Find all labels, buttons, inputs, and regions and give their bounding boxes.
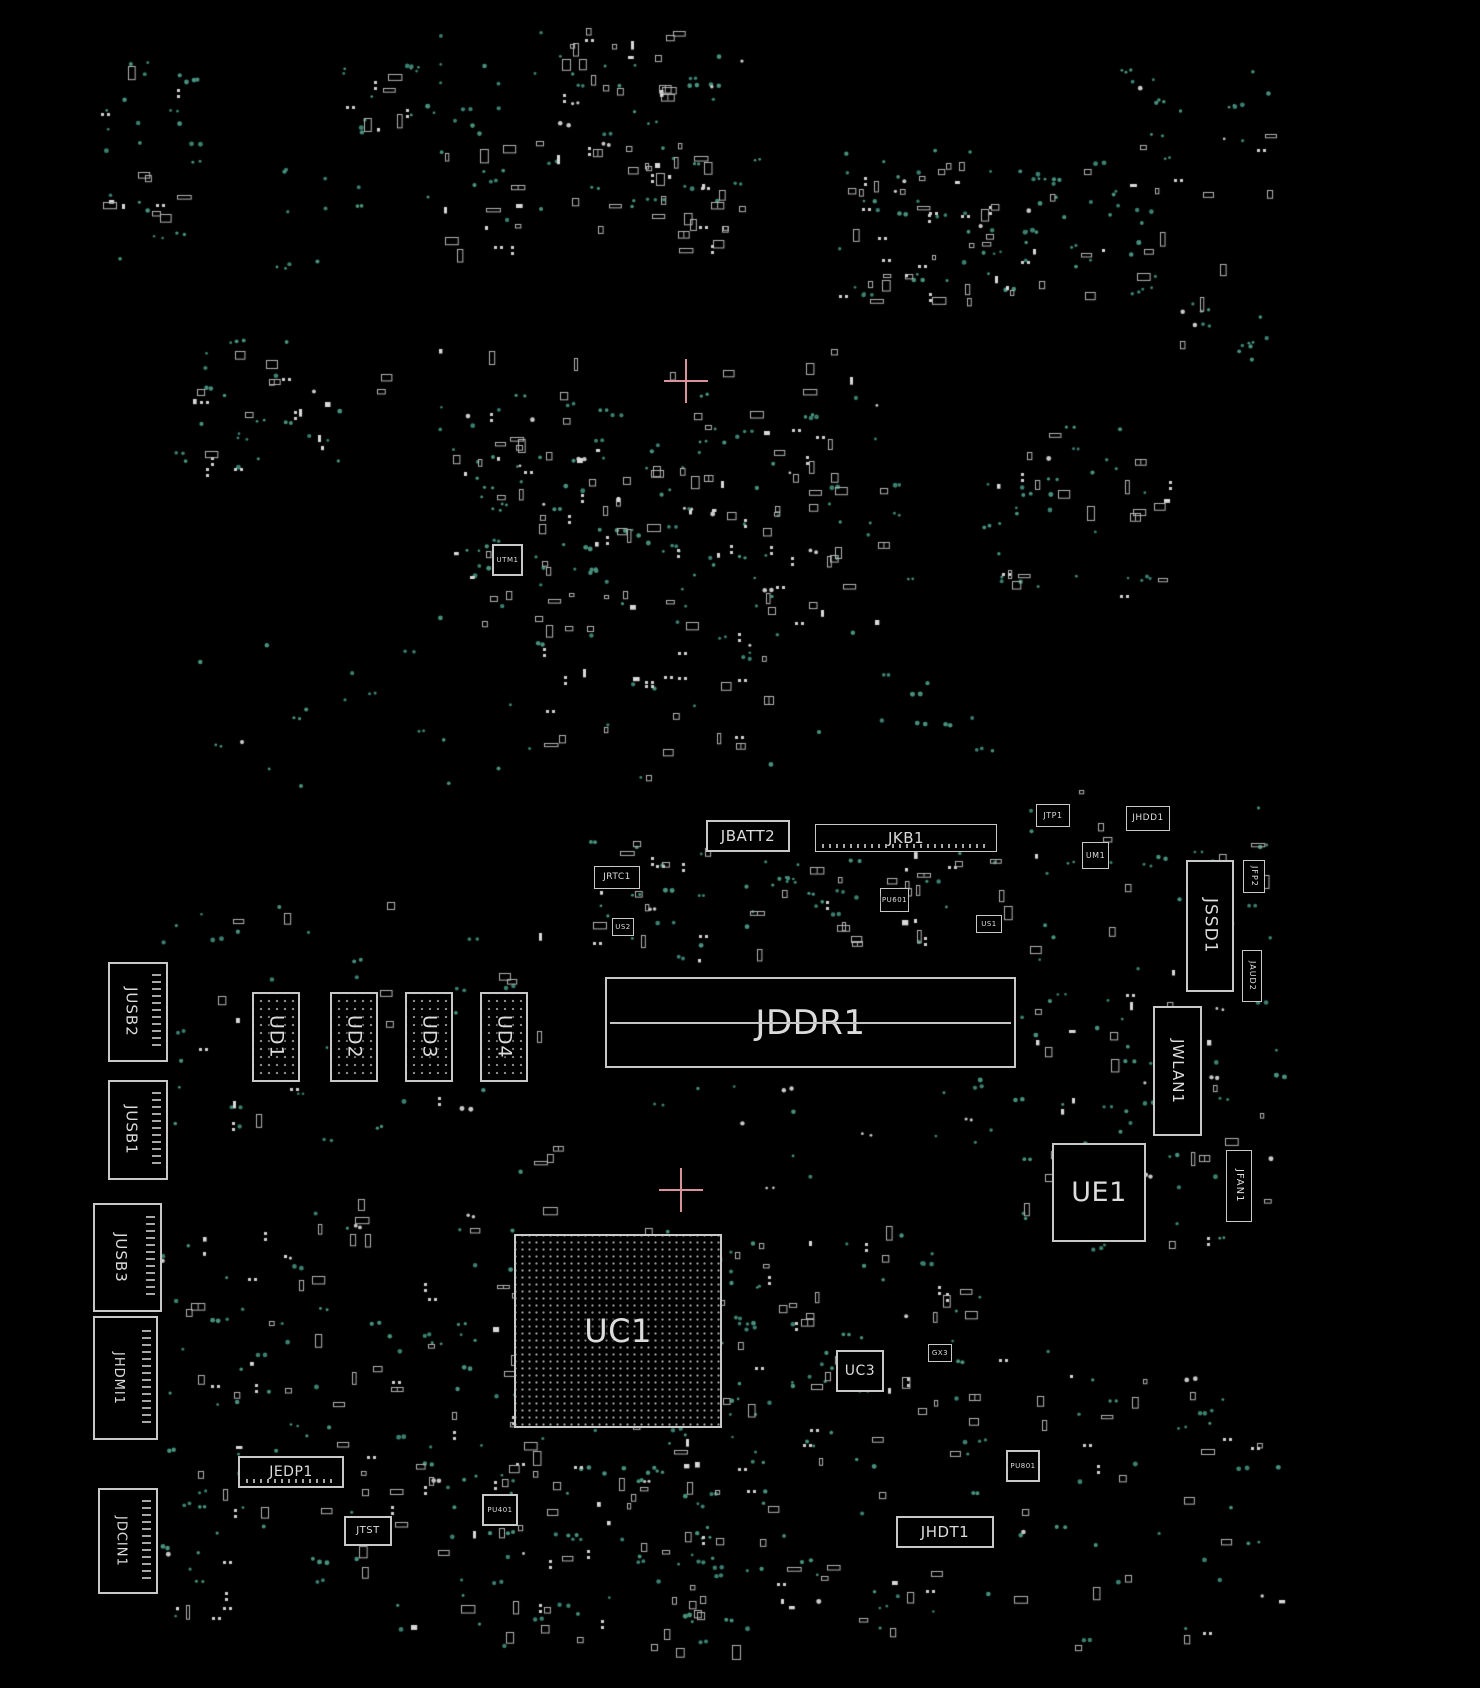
component-label: JRTC1 — [603, 872, 631, 882]
component-label: JHDMI1 — [111, 1351, 126, 1405]
component-jrtc1[interactable]: JRTC1 — [594, 866, 640, 889]
component-pu401[interactable]: PU401 — [482, 1494, 518, 1526]
component-label: JUSB3 — [112, 1232, 130, 1283]
component-pu801[interactable]: PU801 — [1006, 1450, 1040, 1482]
component-pu601[interactable]: PU601 — [880, 888, 909, 912]
component-label: GX3 — [931, 1348, 949, 1357]
component-label: UE1 — [1071, 1177, 1127, 1208]
component-label: PU801 — [1010, 1461, 1036, 1470]
component-jusb3[interactable]: JUSB3 — [93, 1203, 162, 1312]
component-label: JBATT2 — [720, 826, 776, 845]
component-jfan1[interactable]: JFAN1 — [1226, 1150, 1252, 1222]
component-label: JDCIN1 — [113, 1515, 129, 1567]
component-utm1[interactable]: UTM1 — [492, 544, 523, 576]
component-jtp1[interactable]: JTP1 — [1036, 804, 1070, 827]
component-label: JUSB2 — [122, 987, 141, 1037]
component-jusb1[interactable]: JUSB1 — [108, 1080, 168, 1180]
component-label: JEDP1 — [269, 1464, 313, 1480]
component-label: JKB1 — [887, 828, 925, 847]
component-label: UD3 — [418, 1015, 441, 1059]
component-jssd1[interactable]: JSSD1 — [1186, 860, 1234, 992]
component-ud4[interactable]: UD4 — [480, 992, 528, 1082]
component-ud2[interactable]: UD2 — [330, 992, 378, 1082]
component-label: JWLAN1 — [1169, 1038, 1187, 1104]
component-us1[interactable]: US1 — [976, 915, 1002, 933]
component-jtst[interactable]: JTST — [344, 1516, 392, 1546]
component-jdcin1[interactable]: JDCIN1 — [98, 1488, 158, 1594]
component-jhdd1[interactable]: JHDD1 — [1126, 806, 1170, 831]
component-label: JDDR1 — [755, 1002, 866, 1043]
component-jwlan1[interactable]: JWLAN1 — [1153, 1006, 1202, 1136]
component-us2[interactable]: US2 — [612, 918, 634, 936]
component-jbatt2[interactable]: JBATT2 — [706, 820, 790, 852]
component-gx3[interactable]: GX3 — [928, 1344, 952, 1362]
component-ud3[interactable]: UD3 — [405, 992, 453, 1082]
component-label: UC3 — [844, 1363, 876, 1379]
component-label: JFAN1 — [1234, 1169, 1245, 1203]
component-uc3[interactable]: UC3 — [836, 1350, 884, 1392]
component-label: PU401 — [487, 1505, 513, 1514]
component-label: PU601 — [881, 895, 908, 904]
component-label: UD4 — [493, 1015, 516, 1059]
component-label: UM1 — [1085, 850, 1106, 860]
component-jhdt1[interactable]: JHDT1 — [896, 1516, 994, 1548]
component-label: JHDT1 — [920, 1522, 970, 1541]
component-jkb1[interactable]: JKB1 — [815, 824, 997, 852]
component-label: JTST — [356, 1525, 380, 1536]
component-label: US1 — [981, 919, 997, 928]
component-um1[interactable]: UM1 — [1082, 842, 1109, 869]
component-label: UTM1 — [496, 555, 519, 564]
component-label: JUSB1 — [122, 1105, 141, 1155]
component-jusb2[interactable]: JUSB2 — [108, 962, 168, 1062]
component-ue1[interactable]: UE1 — [1052, 1143, 1146, 1242]
component-label: US2 — [615, 922, 631, 931]
component-label: UD2 — [343, 1015, 366, 1059]
component-uc1[interactable]: UC1 — [514, 1234, 722, 1428]
component-jaud2[interactable]: JAUD2 — [1242, 950, 1262, 1002]
component-label: JSSD1 — [1200, 898, 1221, 954]
component-label: UC1 — [584, 1312, 652, 1350]
component-label: UD1 — [265, 1015, 288, 1059]
component-label: JHDD1 — [1132, 813, 1164, 823]
component-label: JFP2 — [1250, 866, 1259, 887]
component-jddr1[interactable]: JDDR1 — [605, 977, 1016, 1068]
component-jedp1[interactable]: JEDP1 — [238, 1456, 344, 1488]
component-jfp2[interactable]: JFP2 — [1243, 860, 1265, 893]
component-jhdmi1[interactable]: JHDMI1 — [93, 1316, 158, 1440]
component-label: JAUD2 — [1248, 961, 1257, 991]
component-label: JTP1 — [1043, 810, 1063, 820]
component-ud1[interactable]: UD1 — [252, 992, 300, 1082]
